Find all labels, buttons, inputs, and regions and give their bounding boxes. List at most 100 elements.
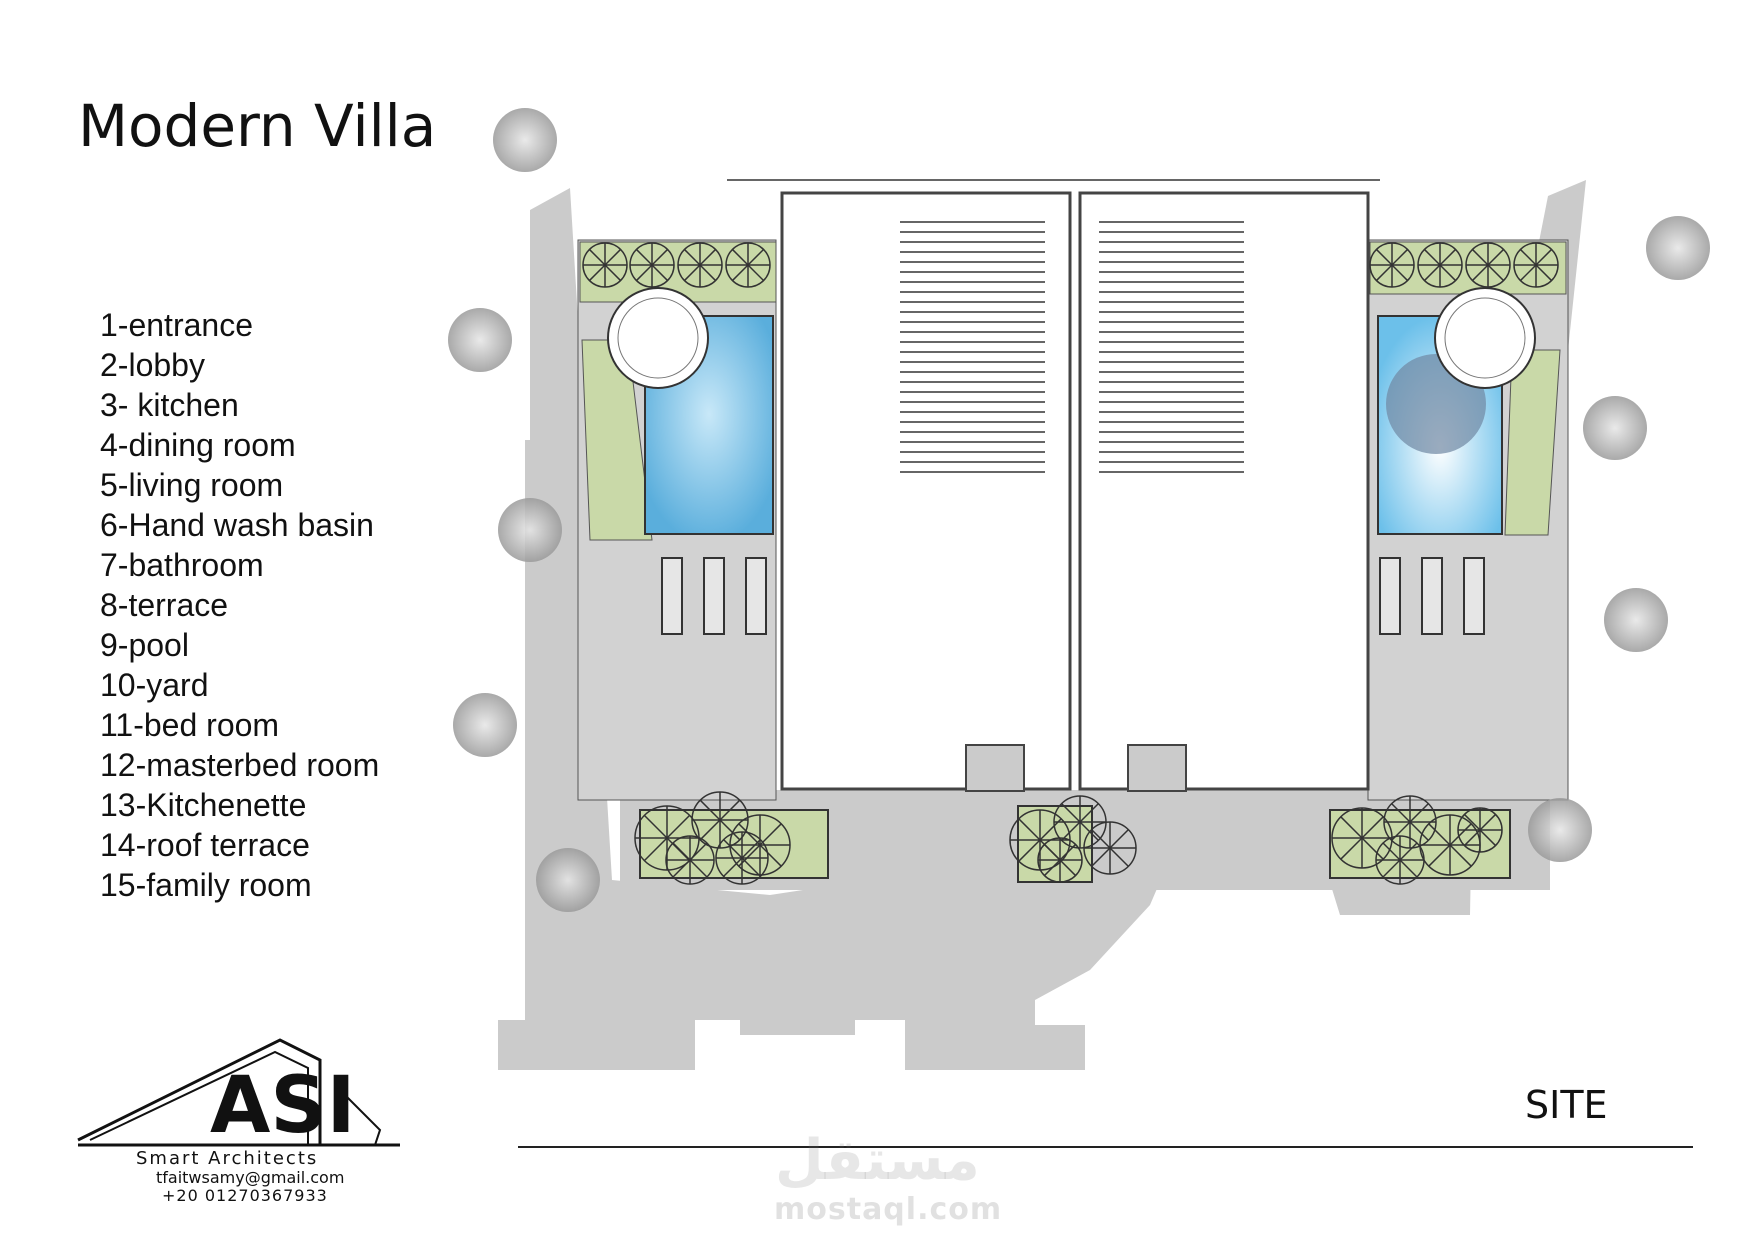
tree-spoke — [759, 844, 782, 867]
tree-spoke — [1109, 847, 1129, 867]
tree-spoke — [1399, 859, 1418, 878]
tree-spoke — [719, 819, 741, 841]
legend-item: 9-pool — [100, 627, 189, 663]
tree-spoke — [1487, 264, 1505, 282]
tree-spoke — [1439, 248, 1457, 266]
legend-item: 14-roof terrace — [100, 827, 310, 863]
shrub-icon — [1583, 396, 1647, 460]
tree-spoke — [1079, 803, 1099, 823]
tree-spoke — [741, 839, 761, 859]
company-name: Smart Architects — [136, 1148, 319, 1169]
site-rule — [518, 1146, 1693, 1148]
tree-spoke — [738, 823, 761, 846]
tree-spoke — [1361, 837, 1384, 860]
tree-spoke — [723, 857, 743, 877]
company-email: tfaitwsamy@gmail.com — [156, 1168, 345, 1187]
tree-spoke — [1439, 264, 1457, 282]
legend-item: 11-bed room — [100, 707, 280, 743]
loungers-left — [661, 557, 767, 635]
tree-spoke — [1375, 264, 1393, 282]
round-terrace-left-inner — [617, 297, 699, 379]
legend-item: 10-yard — [100, 667, 209, 703]
tree-spoke — [699, 248, 717, 266]
tree-spoke — [1018, 839, 1041, 862]
tree-spoke — [672, 859, 691, 878]
tree-spoke — [1535, 248, 1553, 266]
legend-item: 4-dining room — [100, 427, 296, 463]
tree-spoke — [1463, 829, 1481, 847]
tree-spoke — [672, 842, 691, 861]
tree-spoke — [1463, 813, 1481, 831]
tree-spoke — [1409, 821, 1429, 841]
tree-spoke — [731, 264, 749, 282]
shrub-icon — [1604, 588, 1668, 652]
tree-spoke — [1391, 821, 1411, 841]
tree-spoke — [1487, 248, 1505, 266]
legend-item: 8-terrace — [100, 587, 229, 623]
tree-spoke — [1409, 803, 1429, 823]
canopy-trees — [582, 242, 1559, 885]
company-phone: +20 01270367933 — [162, 1186, 328, 1205]
legend-item: 5-living room — [100, 467, 284, 503]
legend-item: 13-Kitchenette — [100, 787, 307, 823]
legend-item: 1-entrance — [100, 307, 253, 343]
tree-spoke — [699, 819, 721, 841]
tree-spoke — [1018, 818, 1041, 841]
tree-spoke — [1382, 842, 1401, 861]
tree-spoke — [1061, 803, 1081, 823]
tree-spoke — [1340, 816, 1363, 839]
tree-spoke — [1061, 821, 1081, 841]
shrub-icon — [1646, 216, 1710, 280]
tree-spoke — [1535, 264, 1553, 282]
pergola-right — [1099, 221, 1244, 473]
round-terrace-right-inner — [1444, 297, 1526, 379]
tree-spoke — [683, 264, 701, 282]
tree-spoke — [723, 839, 743, 859]
loungers-right — [1379, 557, 1485, 635]
tree-spoke — [1399, 842, 1418, 861]
shrub-icon — [536, 848, 600, 912]
right-lawn-strip — [1504, 349, 1561, 536]
tree-spoke — [635, 248, 653, 266]
roof-notch-right — [1127, 744, 1187, 792]
tree-spoke — [1471, 264, 1489, 282]
tree-spoke — [1423, 264, 1441, 282]
tree-spoke — [1391, 264, 1409, 282]
shrub-icon — [498, 498, 562, 562]
tree-spoke — [1519, 264, 1537, 282]
tree-spoke — [643, 814, 668, 839]
round-terrace-left — [607, 287, 709, 389]
shrub-icon — [448, 308, 512, 372]
tree-spoke — [1479, 813, 1497, 831]
legend-item: 2-lobby — [100, 347, 205, 383]
tree-spoke — [741, 857, 761, 877]
tree-spoke — [604, 264, 622, 282]
legend-item: 6-Hand wash basin — [100, 507, 374, 543]
tree-spoke — [1361, 816, 1384, 839]
tree-spoke — [635, 264, 653, 282]
tree-spoke — [1391, 248, 1409, 266]
tree-spoke — [1471, 248, 1489, 266]
watermark-latin: mostaql.com — [774, 1192, 1003, 1227]
legend-item: 15-family room — [100, 867, 312, 903]
tree-spoke — [604, 248, 622, 266]
tree-spoke — [1043, 859, 1061, 877]
tree-spoke — [651, 264, 669, 282]
round-terrace-right — [1434, 287, 1536, 389]
tree-spoke — [1340, 837, 1363, 860]
tree-spoke — [1375, 248, 1393, 266]
site-label: SITE — [1525, 1083, 1608, 1127]
tree-spoke — [747, 248, 765, 266]
tree-spoke — [1519, 248, 1537, 266]
tree-spoke — [689, 842, 708, 861]
tree-spoke — [1091, 829, 1111, 849]
tree-spoke — [731, 248, 749, 266]
tree-spoke — [1428, 844, 1451, 867]
site-ground — [498, 188, 1472, 1070]
tree-spoke — [747, 264, 765, 282]
tree-spoke — [759, 823, 782, 846]
shrub-icon — [1528, 798, 1592, 862]
tree-spoke — [1059, 859, 1077, 877]
legend-item: 7-bathroom — [100, 547, 264, 583]
